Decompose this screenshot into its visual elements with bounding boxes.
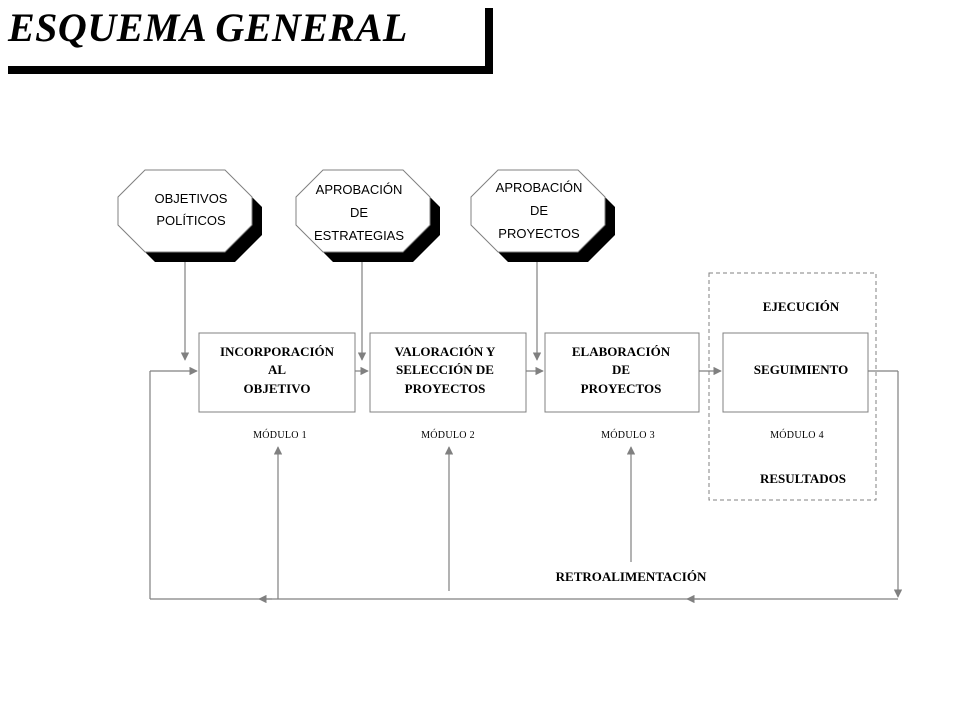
octagon-2-line-2: DE (350, 205, 368, 220)
octagon-aprobacion-estrategias: APROBACIÓN DE ESTRATEGIAS (295, 169, 440, 262)
box-4-line-1: SEGUIMIENTO (754, 362, 848, 377)
ejecucion-label: EJECUCIÓN (763, 299, 840, 314)
page-title: ESQUEMA GENERAL (8, 5, 408, 50)
box-1-line-3: OBJETIVO (244, 381, 311, 396)
box-3-line-1: ELABORACIÓN (572, 344, 671, 359)
box-3-line-2: DE (612, 362, 630, 377)
octagon-objetivos-politicos: OBJETIVOS POLÍTICOS (117, 169, 262, 262)
title-underline (8, 66, 493, 74)
module-1-label: MÓDULO 1 (253, 429, 307, 441)
box-3-line-3: PROYECTOS (581, 381, 662, 396)
module-4-group (708, 272, 877, 501)
octagon-1-line-2: POLÍTICOS (156, 213, 226, 228)
box-2-line-1: VALORACIÓN Y (395, 344, 496, 359)
octagon-aprobacion-proyectos: APROBACIÓN DE PROYECTOS (470, 169, 615, 262)
octagon-1-line-1: OBJETIVOS (155, 191, 228, 206)
module-4-label: MÓDULO 4 (770, 429, 824, 441)
octagon-2-line-3: ESTRATEGIAS (314, 228, 404, 243)
retroalimentacion-label: RETROALIMENTACIÓN (556, 569, 707, 584)
box-valoracion: VALORACIÓN Y SELECCIÓN DE PROYECTOS (369, 332, 527, 413)
box-seguimiento: SEGUIMIENTO (722, 332, 869, 413)
octagon-2-line-1: APROBACIÓN (316, 182, 403, 197)
resultados-label: RESULTADOS (760, 471, 846, 486)
box-1-line-2: AL (268, 362, 286, 377)
octagon-3-line-3: PROYECTOS (498, 226, 580, 241)
box-2-line-3: PROYECTOS (405, 381, 486, 396)
box-incorporacion: INCORPORACIÓN AL OBJETIVO (198, 332, 356, 413)
module-2-label: MÓDULO 2 (421, 429, 475, 441)
title-side-rule (485, 8, 493, 74)
box-elaboracion: ELABORACIÓN DE PROYECTOS (544, 332, 700, 413)
box-2-line-2: SELECCIÓN DE (396, 362, 494, 377)
box-1-line-1: INCORPORACIÓN (220, 344, 335, 359)
octagon-3-line-1: APROBACIÓN (496, 180, 583, 195)
octagon-3-line-2: DE (530, 203, 548, 218)
module-3-label: MÓDULO 3 (601, 429, 655, 441)
